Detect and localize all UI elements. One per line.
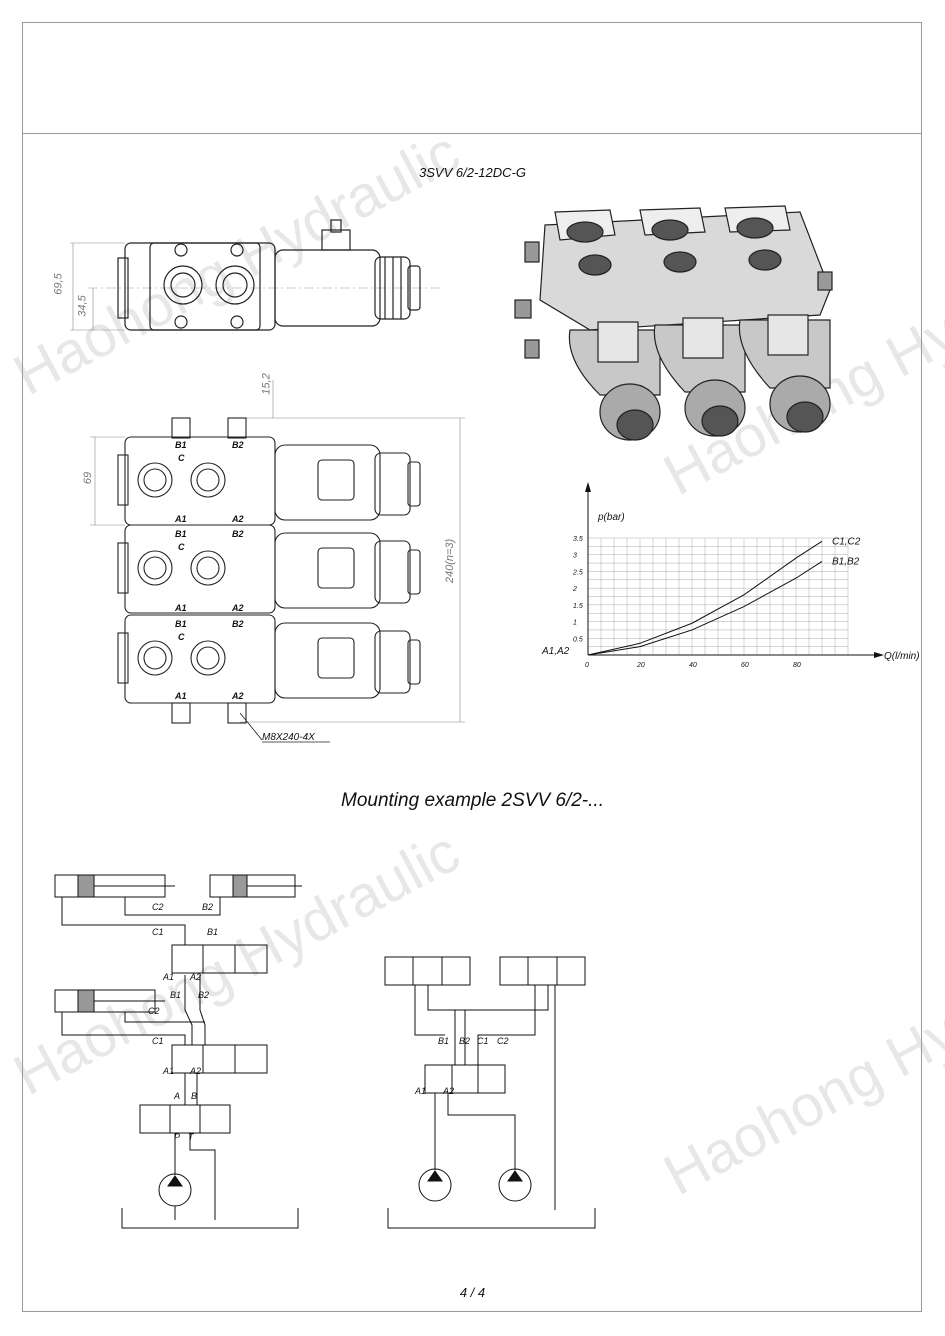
origin-label: A1,A2 xyxy=(541,646,570,657)
label-t: T xyxy=(188,1132,195,1142)
y-tick-label: 3.5 xyxy=(573,536,583,543)
port-label-a1: A1 xyxy=(174,603,187,613)
label-c2: C2 xyxy=(152,902,164,912)
y-tick-label: 1 xyxy=(573,620,577,627)
x-axis-label: Q(l/min) xyxy=(884,651,920,662)
label-c2: C2 xyxy=(497,1036,509,1046)
label-c1: C1 xyxy=(152,1036,164,1046)
mounting-title: Mounting example 2SVV 6/2-... xyxy=(341,790,604,811)
header-divider xyxy=(22,133,922,134)
label-a1: A1 xyxy=(162,972,174,982)
series-label: B1,B2 xyxy=(832,556,860,567)
port-label-a1: A1 xyxy=(174,691,187,701)
port-label-b1: B1 xyxy=(175,440,187,450)
port-label-a1: A1 xyxy=(174,514,187,524)
bolt-callout: M8X240-4X xyxy=(262,732,315,743)
chart-series xyxy=(587,540,823,656)
label-c1: C1 xyxy=(477,1036,489,1046)
y-tick-label: 0.5 xyxy=(573,636,583,643)
port-label-b2: B2 xyxy=(232,440,244,450)
port-label-a2: A2 xyxy=(231,514,244,524)
label-b1: B1 xyxy=(170,990,181,1000)
page-number: 4 / 4 xyxy=(459,1285,486,1300)
y-tick-label: 3 xyxy=(573,553,577,560)
label-b2: B2 xyxy=(198,990,209,1000)
port-label-c: C xyxy=(178,542,185,552)
label-c2: C2 xyxy=(148,1006,160,1016)
label-c1: C1 xyxy=(152,927,164,937)
y-tick-label: 2.5 xyxy=(572,569,583,576)
x-tick-label: 80 xyxy=(793,662,801,669)
series-line xyxy=(587,540,823,656)
x-tick-label: 40 xyxy=(689,662,697,669)
x-tick-label: 20 xyxy=(636,662,645,669)
label-b1: B1 xyxy=(438,1036,449,1046)
port-label-b2: B2 xyxy=(232,529,244,539)
port-label-b1: B1 xyxy=(175,529,187,539)
label-a2: A2 xyxy=(189,1066,201,1076)
label-a: A xyxy=(173,1091,180,1101)
label-p: P xyxy=(174,1132,180,1142)
label-b1: B1 xyxy=(207,927,218,937)
chart-axes xyxy=(585,482,884,658)
port-label-c: C xyxy=(178,632,185,642)
label-b2: B2 xyxy=(202,902,213,912)
chart-grid xyxy=(587,537,849,656)
y-tick-label: 2 xyxy=(572,586,577,593)
label-a1: A1 xyxy=(414,1086,426,1096)
chart-labels: 0 20 40 60 80 0.5 1 1.5 2 2.5 3 3.5 p(bar) Q(l/min) A1… xyxy=(541,512,920,669)
port-label-a2: A2 xyxy=(231,691,244,701)
label-b2: B2 xyxy=(459,1036,470,1046)
series-line xyxy=(587,560,823,656)
y-axis-label: p(bar) xyxy=(597,512,625,523)
label-a2: A2 xyxy=(442,1086,454,1096)
port-label-a2: A2 xyxy=(231,603,244,613)
x-tick-label: 60 xyxy=(741,662,749,669)
drawing-title: 3SVV 6/2-12DC-G xyxy=(419,165,526,180)
label-b: B xyxy=(191,1091,197,1101)
y-axis-arrow xyxy=(585,482,591,492)
page-frame xyxy=(22,22,922,1312)
series-label: C1,C2 xyxy=(832,536,861,547)
port-label-b1: B1 xyxy=(175,619,187,629)
port-label-b2: B2 xyxy=(232,619,244,629)
label-a1: A1 xyxy=(162,1066,174,1076)
label-a2: A2 xyxy=(189,972,201,982)
port-label-c: C xyxy=(178,453,185,463)
x-axis-arrow xyxy=(874,652,884,658)
y-tick-label: 1.5 xyxy=(573,603,583,610)
x-tick-label: 0 xyxy=(585,662,589,669)
